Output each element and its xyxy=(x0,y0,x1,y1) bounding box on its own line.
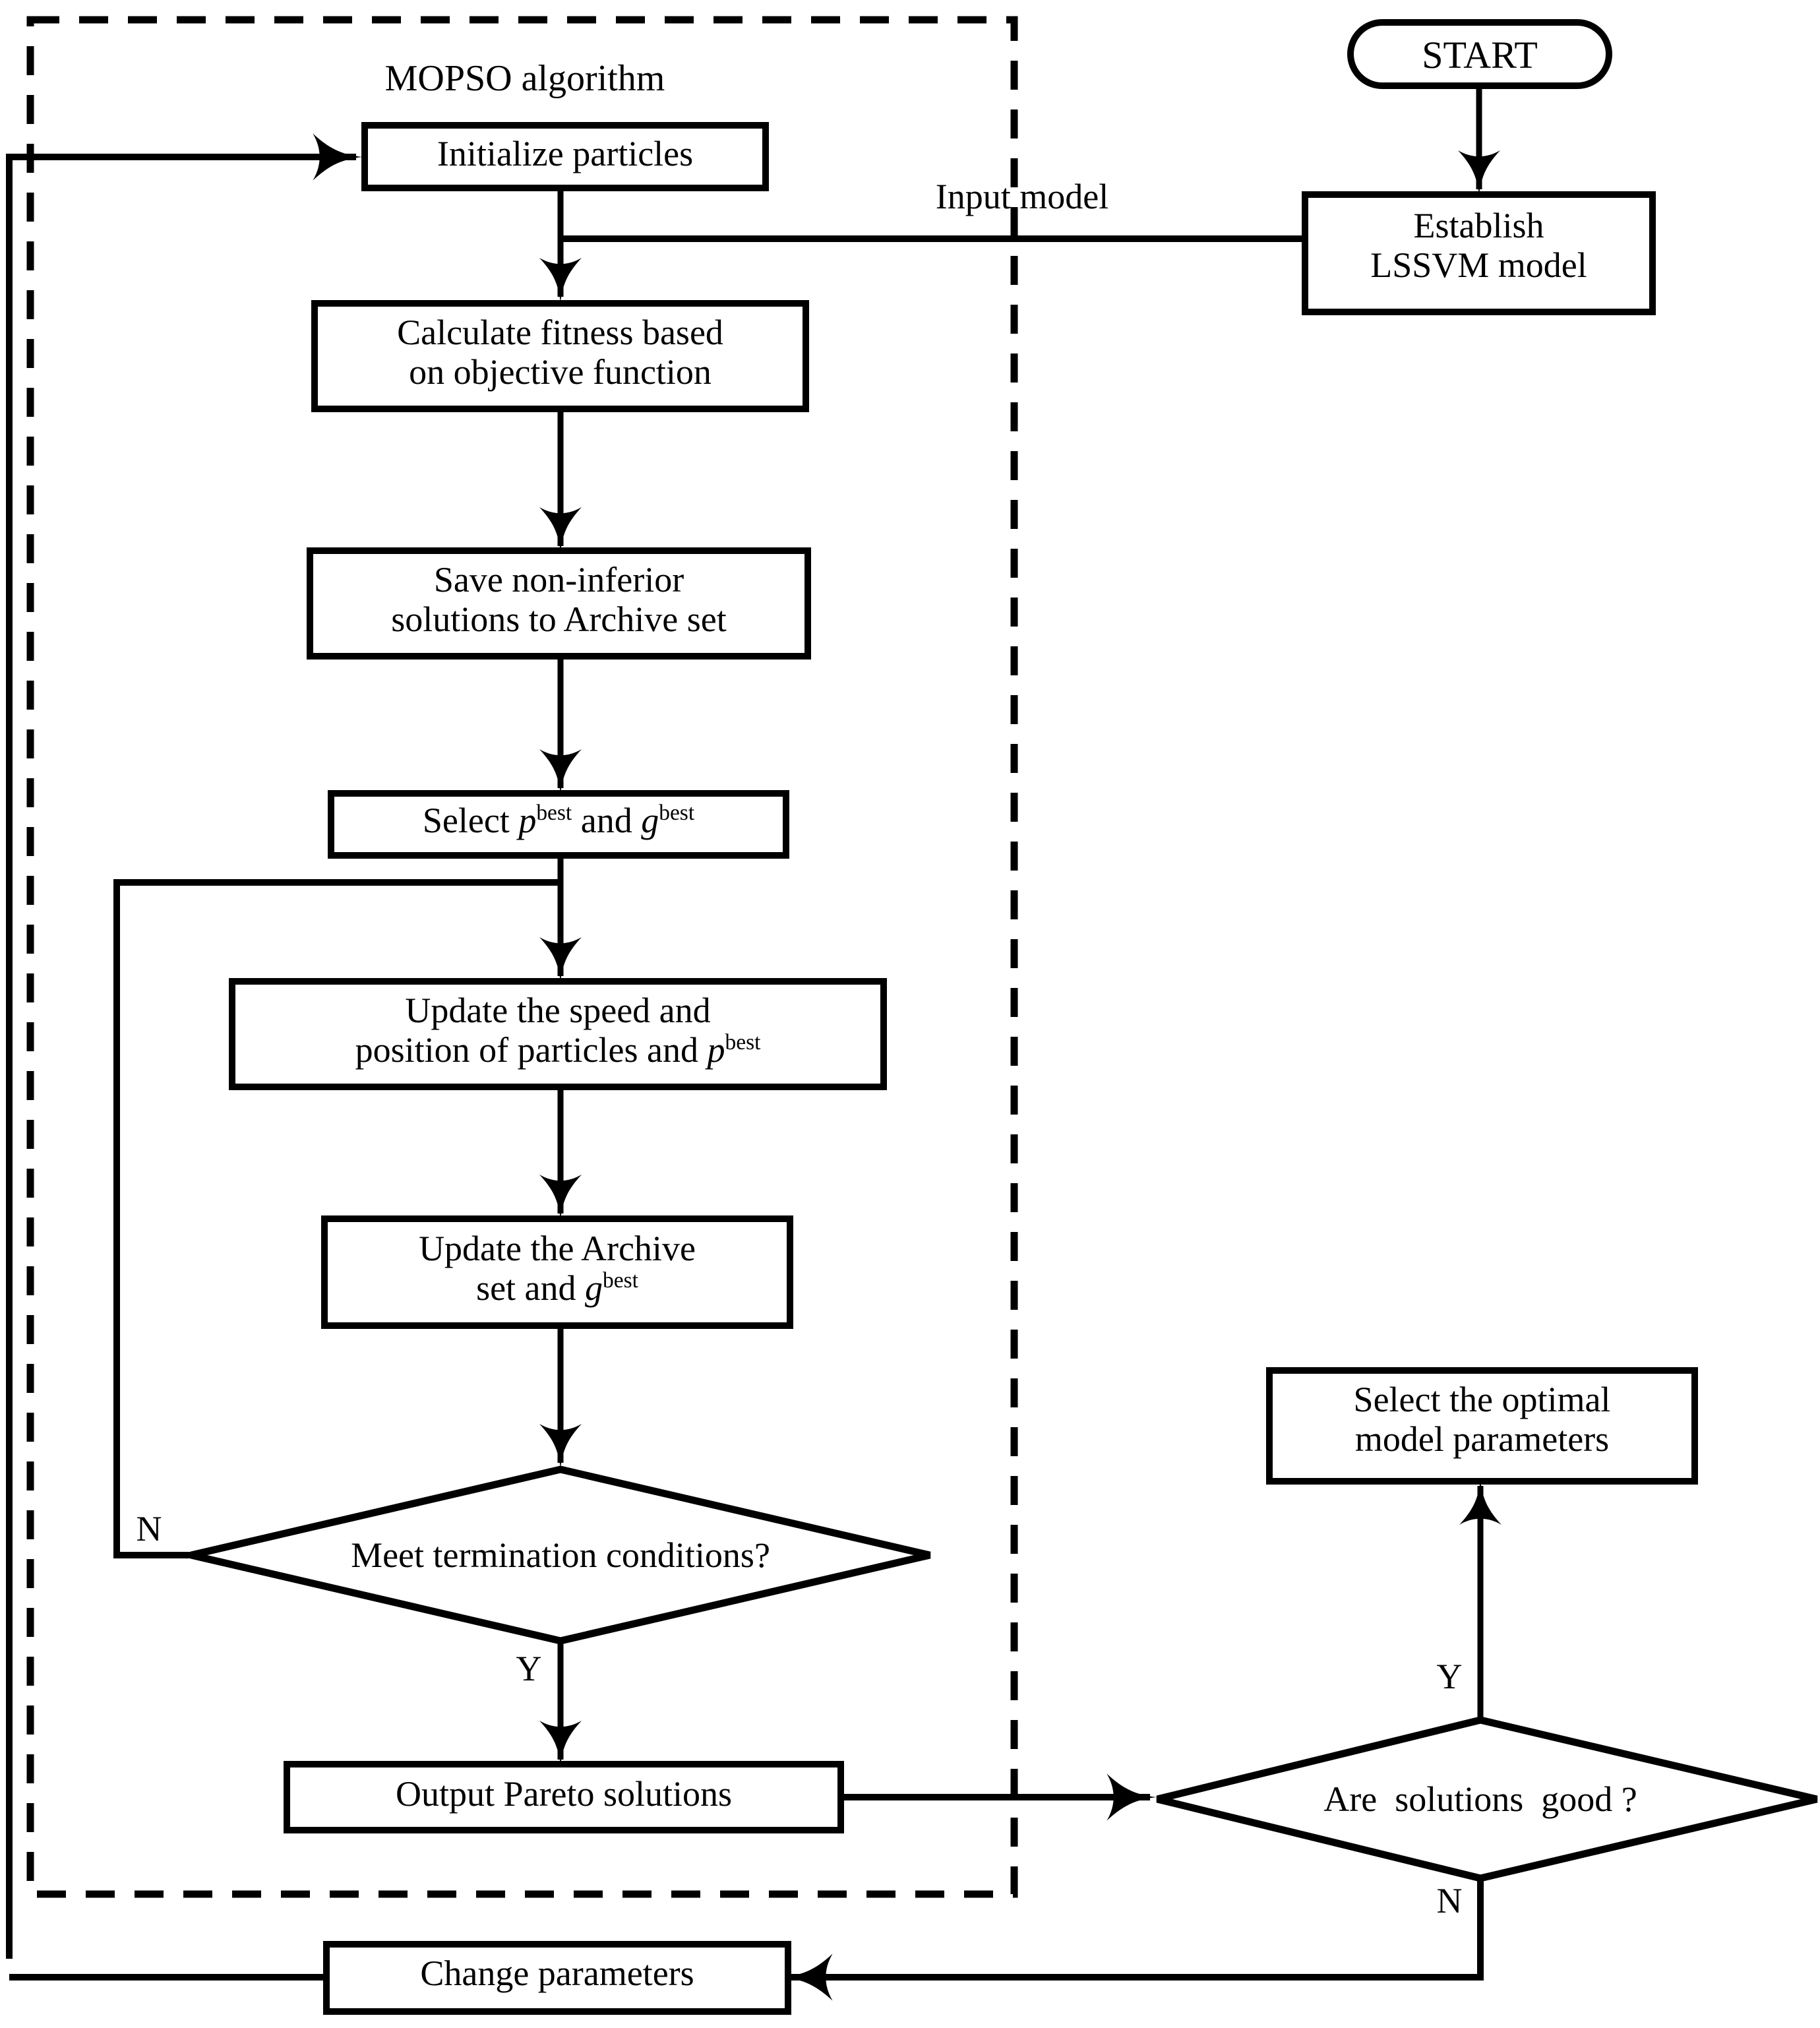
meet-termination-diamond[interactable] xyxy=(190,1465,931,1645)
calculate-fitness-box[interactable] xyxy=(311,300,809,412)
edge-termination-no-loop xyxy=(113,879,561,1558)
edge-return-to-initialize xyxy=(6,133,363,1959)
save-solutions-box[interactable] xyxy=(307,547,811,660)
initialize-particles-box[interactable] xyxy=(361,122,769,191)
start-oval[interactable] xyxy=(1347,19,1612,89)
change-parameters-box[interactable] xyxy=(323,1941,791,2015)
are-solutions-good-diamond[interactable] xyxy=(1156,1716,1818,1882)
update-archive-box[interactable] xyxy=(321,1215,793,1329)
select-best-box[interactable] xyxy=(328,790,789,859)
establish-model-box[interactable] xyxy=(1302,191,1656,315)
mopso-group-box xyxy=(26,16,1018,1898)
select-optimal-box[interactable] xyxy=(1266,1367,1698,1485)
edge-solutions-no xyxy=(783,1878,1484,2001)
output-pareto-box[interactable] xyxy=(284,1761,844,1833)
update-speed-box[interactable] xyxy=(229,978,887,1090)
